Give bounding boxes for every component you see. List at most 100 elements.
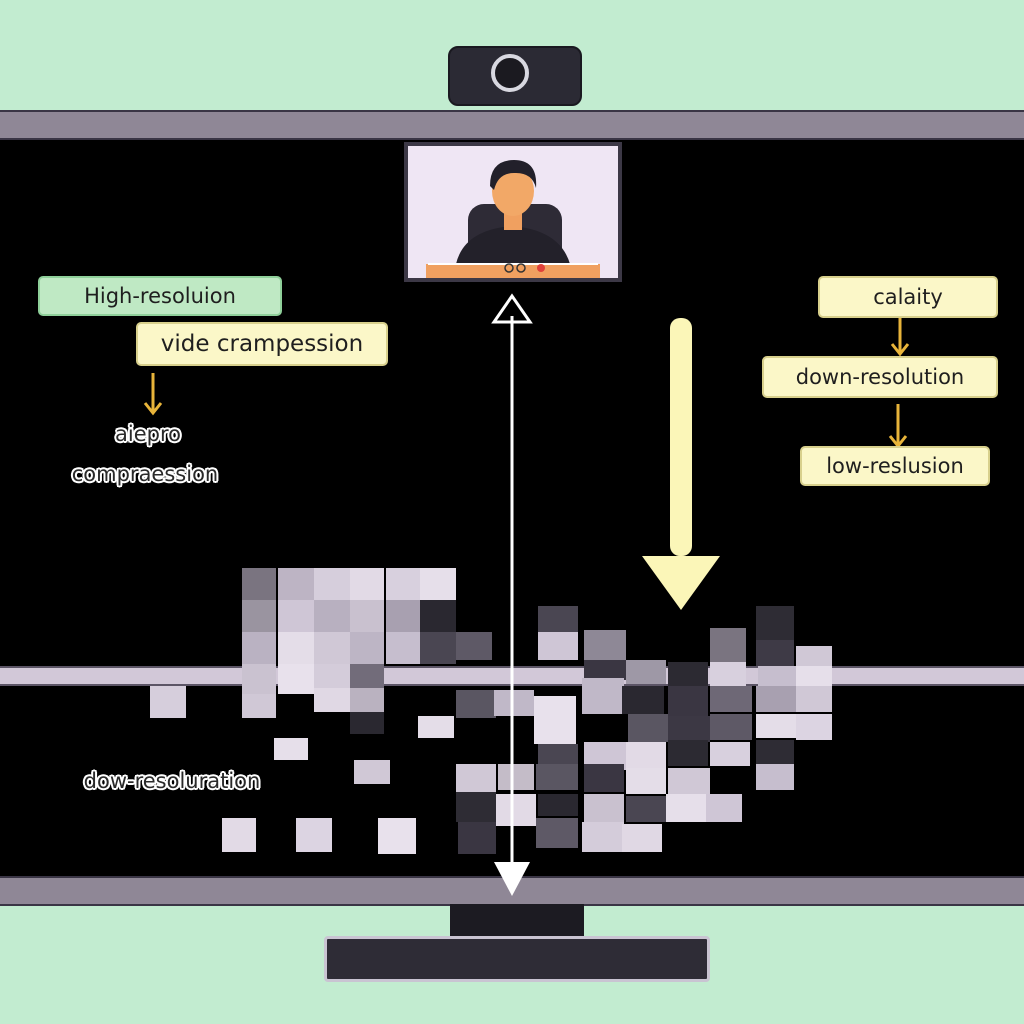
pixel-block	[538, 632, 578, 660]
pixel-block	[386, 600, 420, 632]
pixel-block	[584, 630, 626, 660]
pixel-block	[278, 568, 314, 600]
pixel-block	[668, 686, 708, 716]
pixel-block	[582, 822, 624, 852]
pixel-block	[758, 666, 796, 688]
pixel-block	[350, 688, 384, 712]
pixel-block	[350, 664, 384, 688]
pixel-block	[242, 600, 276, 632]
pixel-block	[756, 714, 796, 738]
pixel-block	[710, 662, 746, 686]
pixel-block	[350, 632, 384, 664]
pixel-block	[496, 794, 536, 826]
pixel-block	[458, 822, 496, 854]
pixel-block	[274, 738, 308, 760]
pixel-block	[756, 606, 794, 640]
pixel-block	[626, 796, 666, 822]
pixel-block	[584, 764, 624, 792]
pixel-block	[314, 688, 350, 712]
arrow-to-down-resolution	[890, 318, 910, 357]
high-resolution-label: High-resoluion	[38, 276, 282, 316]
pixel-block	[710, 628, 746, 662]
pixel-block	[386, 632, 420, 664]
pixel-block	[242, 664, 276, 694]
pixel-block	[350, 600, 384, 632]
pixel-block	[494, 690, 534, 716]
pixel-block	[710, 686, 752, 712]
person-avatar-icon	[408, 146, 618, 278]
pixel-block	[756, 740, 794, 766]
monitor-stand-neck	[450, 904, 584, 938]
pixel-block	[584, 660, 626, 680]
down-resolution-label: down-resolution	[762, 356, 998, 398]
arrow-to-aiepro	[143, 373, 163, 416]
video-call-window	[404, 142, 622, 282]
webcam-lens	[491, 54, 529, 92]
dow-resoluration-label: dow-resoluration	[83, 769, 261, 793]
pixel-block	[278, 632, 314, 664]
pixel-block	[710, 714, 752, 740]
double-headed-arrow	[491, 293, 533, 896]
arrow-to-low-resolution	[888, 404, 908, 449]
pixel-block	[354, 760, 390, 784]
pixel-block	[626, 742, 666, 768]
pixel-block	[538, 744, 578, 766]
pixel-block	[350, 568, 384, 600]
pixel-block	[536, 818, 578, 848]
pixel-block	[314, 600, 350, 632]
pixel-block	[796, 646, 832, 668]
pixel-block	[584, 794, 624, 824]
pixel-block	[456, 690, 496, 718]
pixel-block	[350, 712, 384, 734]
pixel-block	[756, 640, 794, 666]
pixel-block	[456, 632, 492, 660]
pixel-block	[668, 768, 710, 794]
pixel-block	[710, 742, 750, 766]
pixel-block	[314, 568, 350, 600]
pixel-block	[418, 716, 454, 738]
pixel-block	[456, 792, 496, 822]
pixel-block	[386, 568, 420, 600]
pixel-block	[626, 660, 666, 684]
pixel-block	[314, 632, 350, 664]
pixel-block	[538, 606, 578, 636]
pixel-block	[582, 678, 624, 714]
pixel-block	[538, 794, 578, 816]
pixel-block	[626, 768, 666, 794]
pixel-block	[278, 664, 314, 694]
pixel-block	[796, 686, 832, 712]
pixel-block	[668, 716, 710, 742]
pixel-block	[456, 764, 496, 792]
pixel-block	[668, 662, 708, 688]
pixel-block	[278, 600, 314, 632]
pixel-block	[420, 600, 456, 632]
pixel-block	[796, 714, 832, 740]
video-compression-label: vide crampession	[136, 322, 388, 366]
pixel-block	[666, 794, 710, 822]
monitor-top-bezel	[0, 110, 1024, 140]
pixel-block	[756, 764, 794, 790]
pixel-block	[536, 764, 578, 790]
pixel-block	[796, 666, 832, 688]
monitor-stand-icon	[324, 936, 710, 982]
down-arrow-yellow	[642, 318, 720, 610]
pixel-block	[668, 740, 708, 766]
pixel-block	[242, 568, 276, 600]
pixel-block	[242, 632, 276, 664]
pixel-block	[622, 824, 662, 852]
pixel-block	[150, 686, 186, 718]
pixel-block	[622, 686, 664, 714]
pixel-block	[296, 818, 332, 852]
pixel-block	[420, 568, 456, 600]
pixel-block	[756, 686, 796, 712]
pixel-block	[534, 696, 576, 744]
pixel-block	[420, 632, 456, 664]
compression-label: compraession	[71, 462, 219, 486]
pixel-block	[628, 714, 668, 742]
low-resolution-label: low-reslusion	[800, 446, 990, 486]
aiepro-label: aiepro	[115, 422, 181, 446]
pixel-block	[706, 794, 742, 822]
pixel-block	[242, 694, 276, 718]
pixel-block	[222, 818, 256, 852]
